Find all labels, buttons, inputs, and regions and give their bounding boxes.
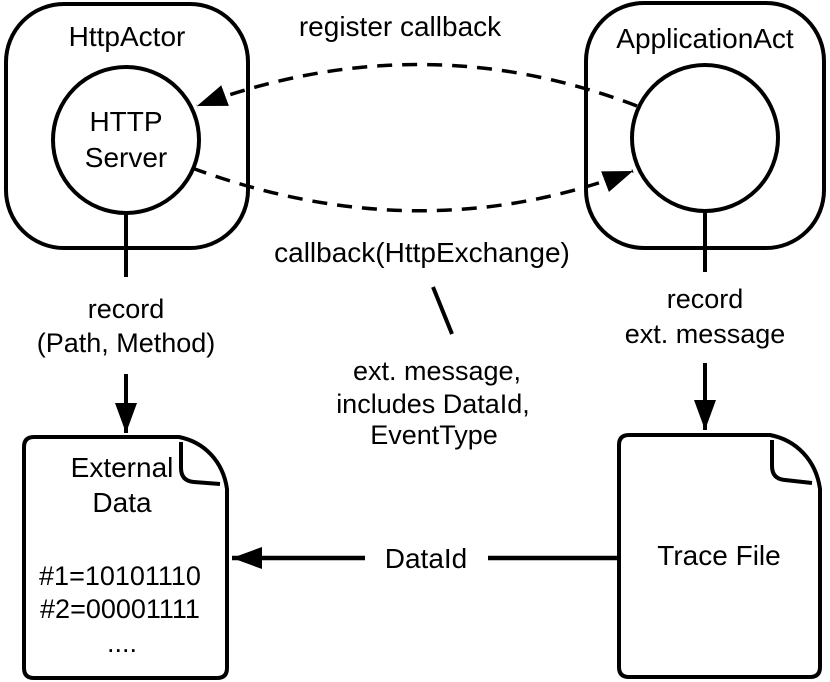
trace-file-document (617, 433, 822, 679)
ext-message-note-line1: ext. message, (353, 356, 521, 386)
external-data-document-fold (179, 442, 221, 486)
data-id-label: DataId (385, 543, 468, 574)
external-data-title-line1: External (71, 452, 174, 483)
external-data-row3: .... (107, 628, 137, 658)
record-path-label-line2: (Path, Method) (37, 328, 216, 358)
record-path-label-line1: record (88, 294, 165, 324)
application-actor-label: ApplicationAct (616, 23, 794, 54)
register-callback-label: register callback (299, 11, 502, 42)
register-callback-arrow (196, 62, 638, 108)
record-ext-label-line2: ext. message (625, 319, 786, 349)
trace-file-document-fold (770, 440, 813, 485)
ext-message-note-line2: includes DataId, (336, 389, 530, 419)
http-server-label-line1: HTTP (89, 106, 162, 137)
application-actor-circle (630, 63, 780, 213)
external-data-document (22, 435, 229, 680)
callback-arrow (191, 166, 634, 213)
http-server-circle (51, 65, 201, 215)
note-pointer-line (431, 286, 454, 335)
http-server-label-line2: Server (85, 142, 167, 173)
record-ext-label-line1: record (667, 284, 744, 314)
external-data-title-line2: Data (92, 487, 152, 518)
ext-message-note-line3: EventType (370, 420, 498, 450)
http-actor-label: HttpActor (69, 21, 186, 52)
external-data-row2: #2=00001111 (40, 594, 200, 624)
callback-label: callback(HttpExchange) (274, 237, 570, 268)
external-data-row1: #1=10101110 (39, 561, 201, 591)
trace-file-label: Trace File (657, 540, 780, 571)
